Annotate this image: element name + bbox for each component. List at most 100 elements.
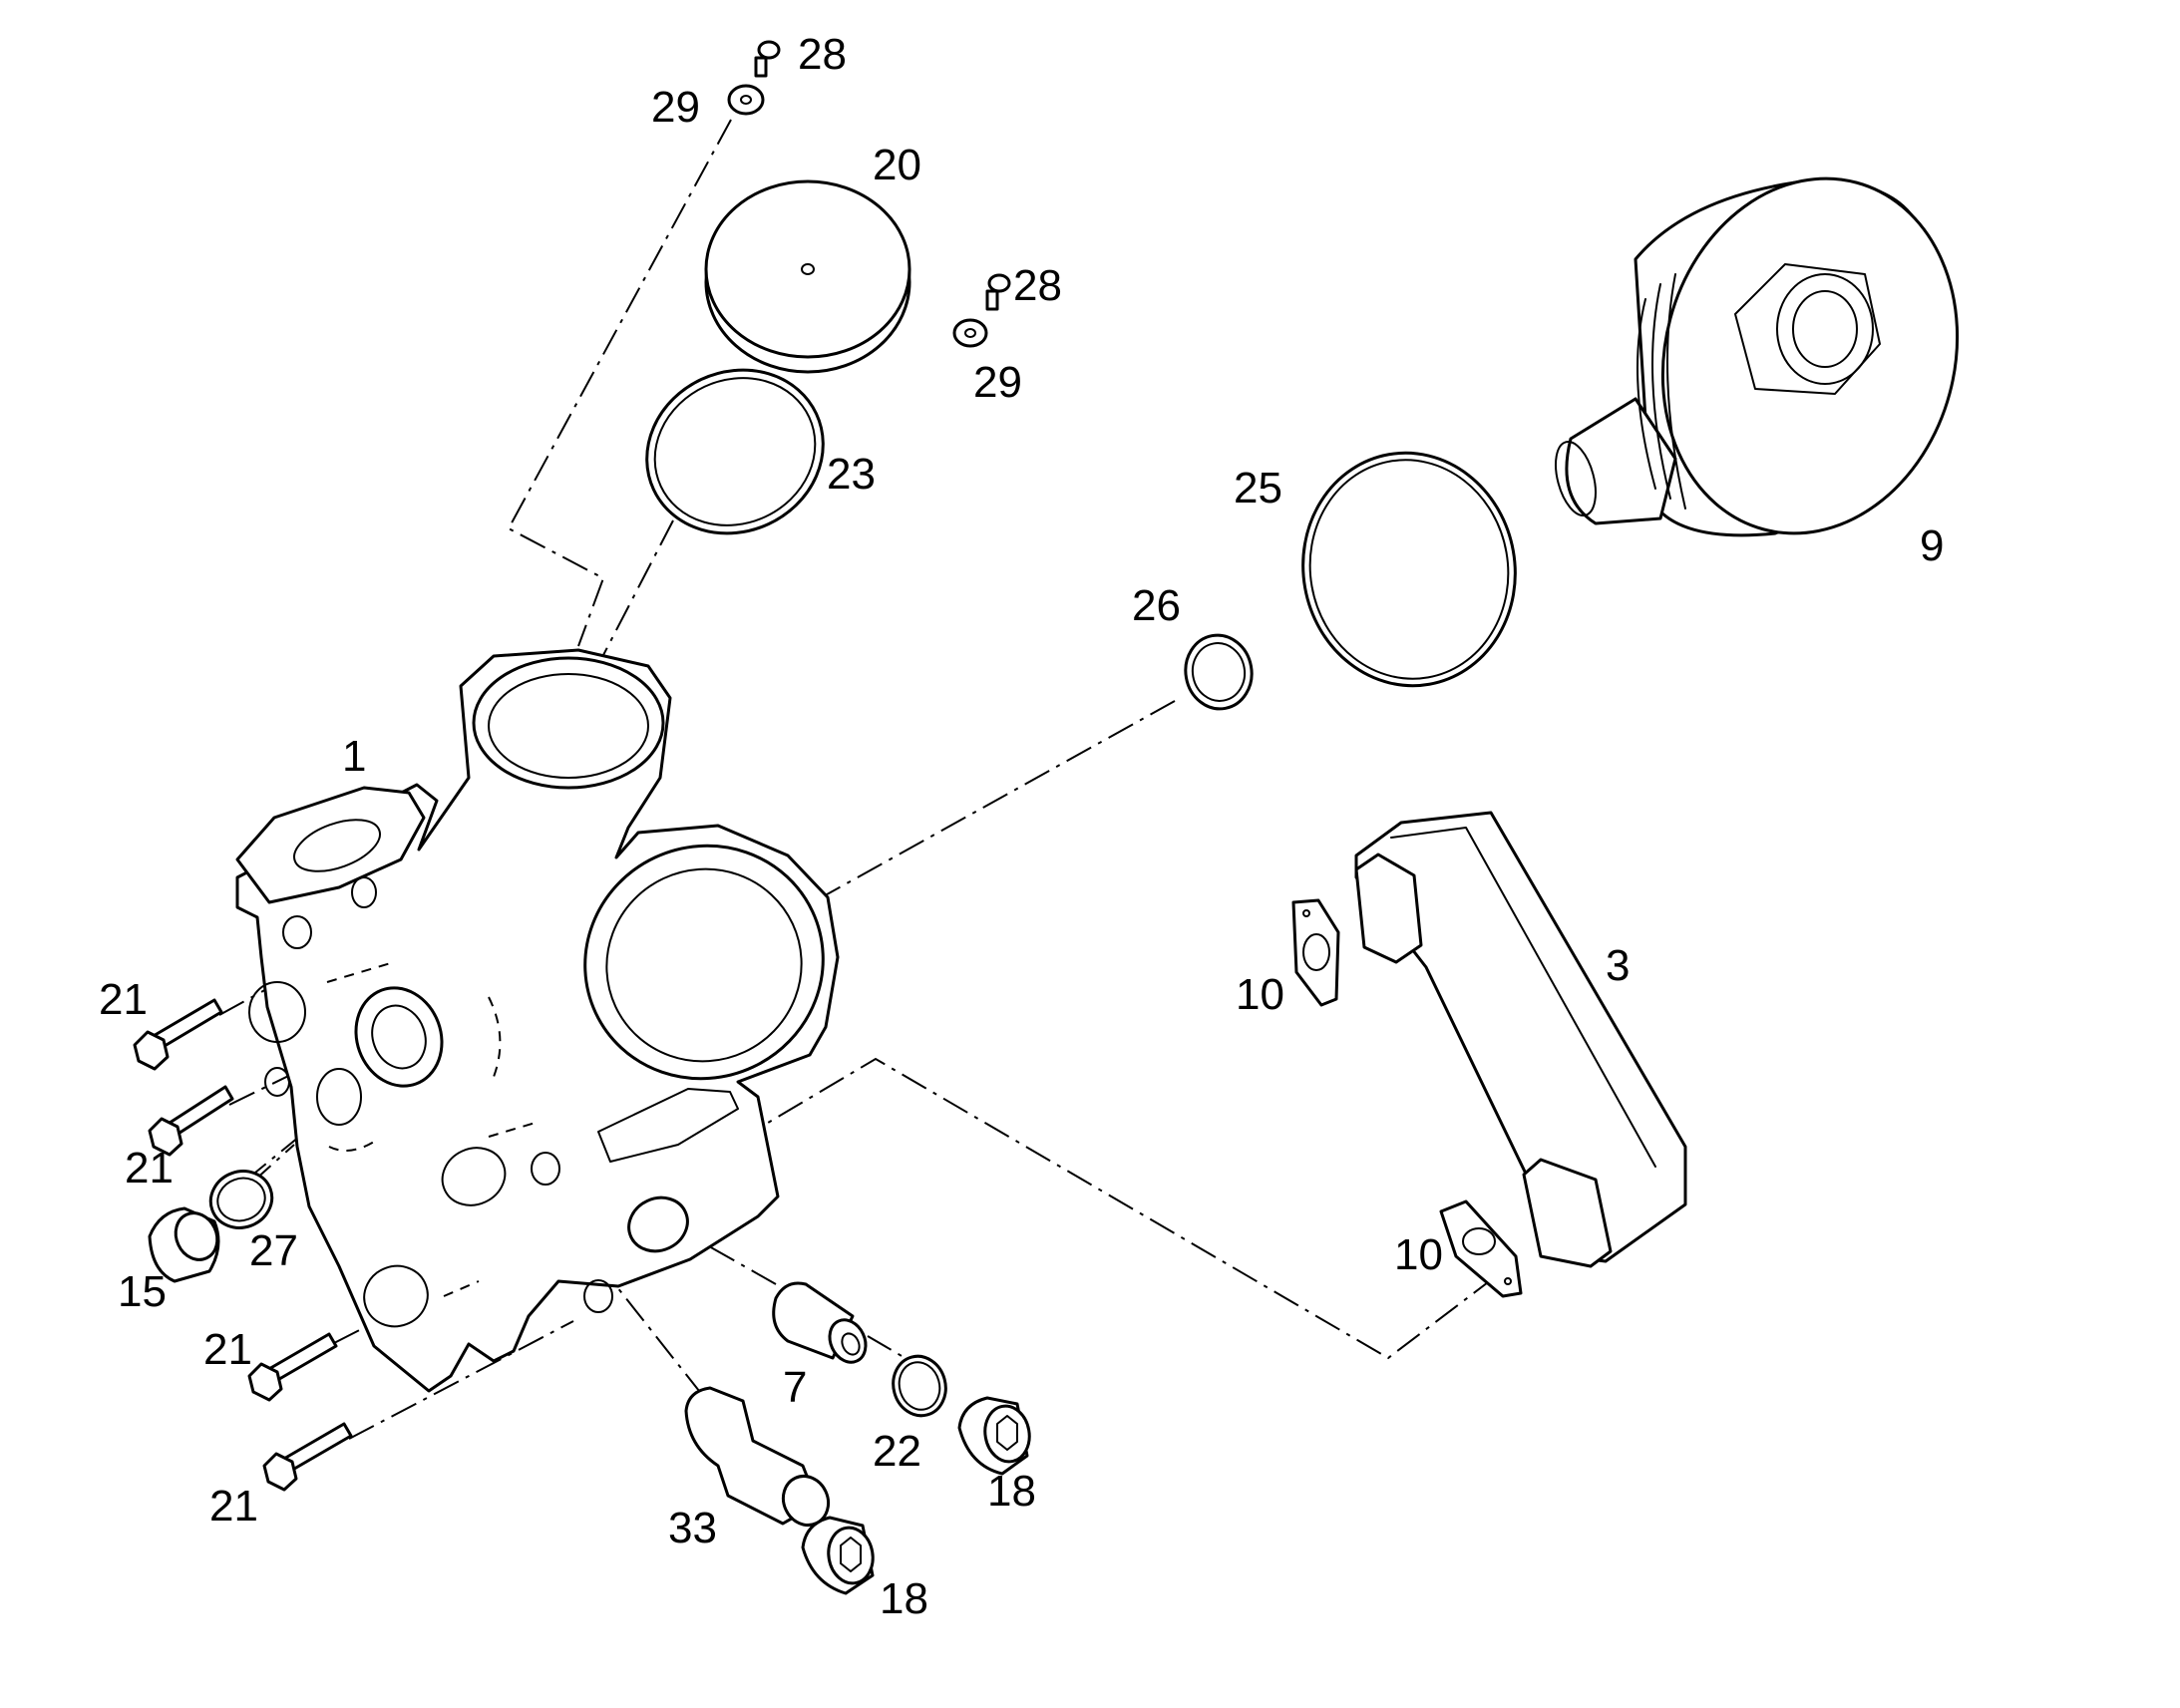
ring-26-outer [1184,633,1254,711]
housing-side-port [583,844,825,1081]
housing-left-flange [235,786,426,904]
screw-28-mid-shank [985,289,999,311]
tube-7-end [828,1318,868,1364]
plug-part-18-right [957,1396,1031,1476]
callout-21-a: 21 [99,975,148,1024]
tube-7-end-inner [841,1332,861,1356]
plug-part-15 [148,1206,220,1283]
plug-18-right-hex [996,1415,1018,1451]
callout-25: 25 [1234,464,1282,512]
ring-part-27 [208,1170,274,1229]
plug-18-right-face [983,1404,1031,1464]
gasket-23-outer [645,368,825,535]
callout-10-top: 10 [1236,970,1284,1019]
plug-18-bottom-face [827,1526,875,1585]
housing-boss-4 [316,1068,362,1126]
oring-part-25 [1301,451,1517,688]
plug-15-face [174,1211,219,1261]
plug-18-bottom-hex [840,1537,862,1572]
housing-center-port-inner [371,1004,427,1070]
washer-part-29-top [727,84,765,116]
cover-part-20 [704,179,911,374]
leader-bolt-21d [348,1320,574,1440]
filter-hex [1734,263,1881,395]
gasket-23-inner [653,377,817,526]
tube-33-end [781,1475,831,1527]
callout-7: 7 [783,1363,807,1412]
callout-23: 23 [827,450,876,499]
callout-1: 1 [342,732,366,781]
housing-boss-7 [583,1279,613,1313]
housing-side-port-inner [605,867,803,1063]
housing-bracket [597,1088,739,1163]
cooler-part-3 [1354,811,1687,1268]
callout-15: 15 [118,1267,167,1316]
housing-hidden-edges [326,961,540,1297]
housing-boss-1 [351,876,377,908]
oring-22-inner [898,1361,941,1411]
bolt-21a-head [133,1030,170,1071]
housing-boss-2 [282,915,312,949]
gasket-part-23 [645,368,825,535]
callout-3: 3 [1606,941,1630,990]
callout-28-top: 28 [798,30,847,79]
housing-left-flange-hole [293,819,381,872]
gasket-part-10-bottom [1439,1199,1523,1298]
oring-25-outer [1301,451,1517,688]
oring-part-22 [892,1354,947,1418]
callout-18-right: 18 [987,1467,1036,1516]
housing-bottom-port [363,1264,429,1328]
screw-28-mid-head [987,273,1011,293]
callout-29-mid: 29 [973,358,1022,407]
screw-part-28-top [754,40,781,78]
filter-face [1660,176,1960,535]
washer-29-top-hole [740,95,752,105]
oring-25-inner [1308,459,1510,680]
leader-gasket-10-to-housing [757,1057,1497,1360]
callout-10-bottom: 10 [1394,1230,1443,1279]
cooler-bottom-block [1522,1158,1613,1268]
ring-part-26 [1184,633,1254,711]
housing-boss-6 [531,1152,560,1186]
bolt-part-21-d [262,1422,353,1492]
gasket-10-top-body [1291,898,1340,1007]
ring-26-inner [1191,642,1247,702]
housing-boss-5 [264,1067,290,1097]
callout-22: 22 [873,1427,921,1476]
callout-33: 33 [668,1504,717,1552]
housing-center-port [354,986,444,1088]
filter-center-hole [1792,290,1858,368]
housing-lower-port [441,1147,507,1206]
callout-9: 9 [1920,521,1944,570]
housing-top-port-inner [488,673,649,779]
housing-right-port [627,1196,689,1253]
washer-29-mid [952,318,988,348]
filter-spigot-end [1555,441,1597,516]
filter-spigot [1565,397,1677,525]
filter-part-9 [1555,176,1960,537]
oring-22-outer [892,1354,947,1418]
tube-part-7 [772,1281,868,1364]
housing-boss-3 [248,981,306,1043]
screw-part-28-mid [985,273,1011,311]
ring-27-inner [216,1177,266,1222]
callout-20: 20 [873,141,921,189]
screw-28-top-head [757,40,781,60]
gasket-10-bottom-body [1439,1199,1523,1298]
gasket-10-top-bolt [1302,909,1310,917]
callout-21-b: 21 [125,1144,174,1193]
washer-part-29-mid [952,318,988,348]
callout-21-d: 21 [209,1482,258,1531]
filter-center-ring [1776,273,1874,385]
bolt-part-21-c [247,1332,338,1402]
cover-face [704,179,911,359]
callout-27: 27 [249,1226,298,1275]
filter-ribs [1636,273,1686,510]
housing-top-port [472,656,665,790]
callout-29-top: 29 [651,83,700,132]
bolt-21d-head [262,1452,298,1492]
callout-21-c: 21 [203,1325,252,1374]
tube-part-33 [684,1386,831,1527]
cooler-top-block [1354,853,1423,964]
